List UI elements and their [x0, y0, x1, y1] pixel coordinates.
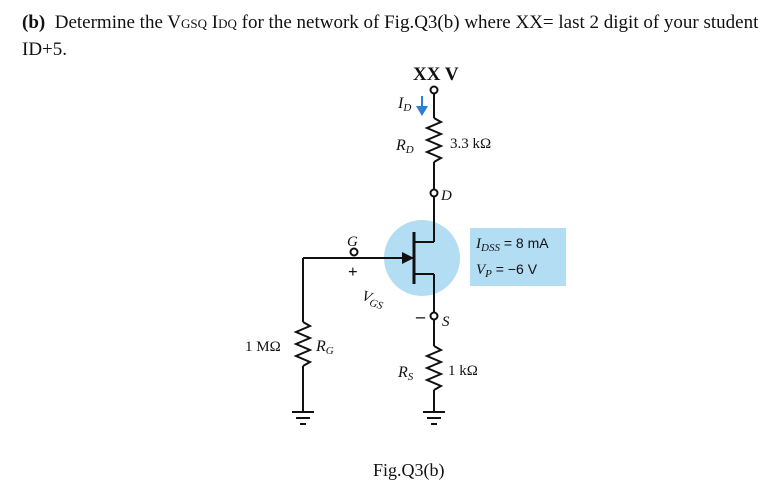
rs-resistor [424, 345, 444, 391]
idss-text: IDSS = 8 mA [475, 235, 549, 254]
supply-terminal [429, 85, 439, 95]
source-label: S [442, 314, 450, 330]
question-sub-dq: DQ [218, 16, 237, 31]
drain-label: D [440, 188, 452, 204]
rg-value: 1 MΩ [245, 339, 281, 355]
rd-label: RD [395, 137, 414, 156]
param-box [470, 228, 566, 286]
jfet-gate-arrow [402, 252, 414, 264]
question-label: (b) [22, 12, 46, 33]
supply-label: XX V [413, 64, 459, 85]
gate-label: G [347, 234, 358, 250]
question-text-part: I [207, 12, 219, 33]
question-text-part: for the network of Fig.Q3(b) where XX= l… [22, 12, 759, 60]
rg-label: RG [315, 338, 334, 357]
rs-value: 1 kΩ [448, 363, 478, 379]
figure-caption: Fig.Q3(b) [373, 460, 445, 481]
ground-rs [423, 411, 445, 425]
question-text: (b) Determine the VGSQ IDQ for the netwo… [22, 10, 762, 63]
rd-resistor [424, 117, 444, 163]
source-terminal [429, 311, 439, 321]
id-arrow-head [416, 106, 428, 116]
gate-plus: + [348, 262, 358, 281]
rg-resistor [293, 321, 313, 367]
question-text-part: Determine the V [54, 12, 182, 33]
rd-value: 3.3 kΩ [450, 136, 491, 152]
id-label: ID [397, 95, 411, 114]
gate-terminal [349, 247, 359, 257]
vgs-minus: – [415, 306, 426, 326]
vgs-label: VGS [359, 288, 387, 312]
drain-terminal [429, 188, 439, 198]
question-sub-gsq: GSQ [181, 16, 208, 31]
rs-label: RS [397, 364, 414, 383]
vp-text: VP = −6 V [476, 261, 538, 280]
ground-rg [292, 411, 314, 425]
jfet-highlight [384, 220, 460, 296]
